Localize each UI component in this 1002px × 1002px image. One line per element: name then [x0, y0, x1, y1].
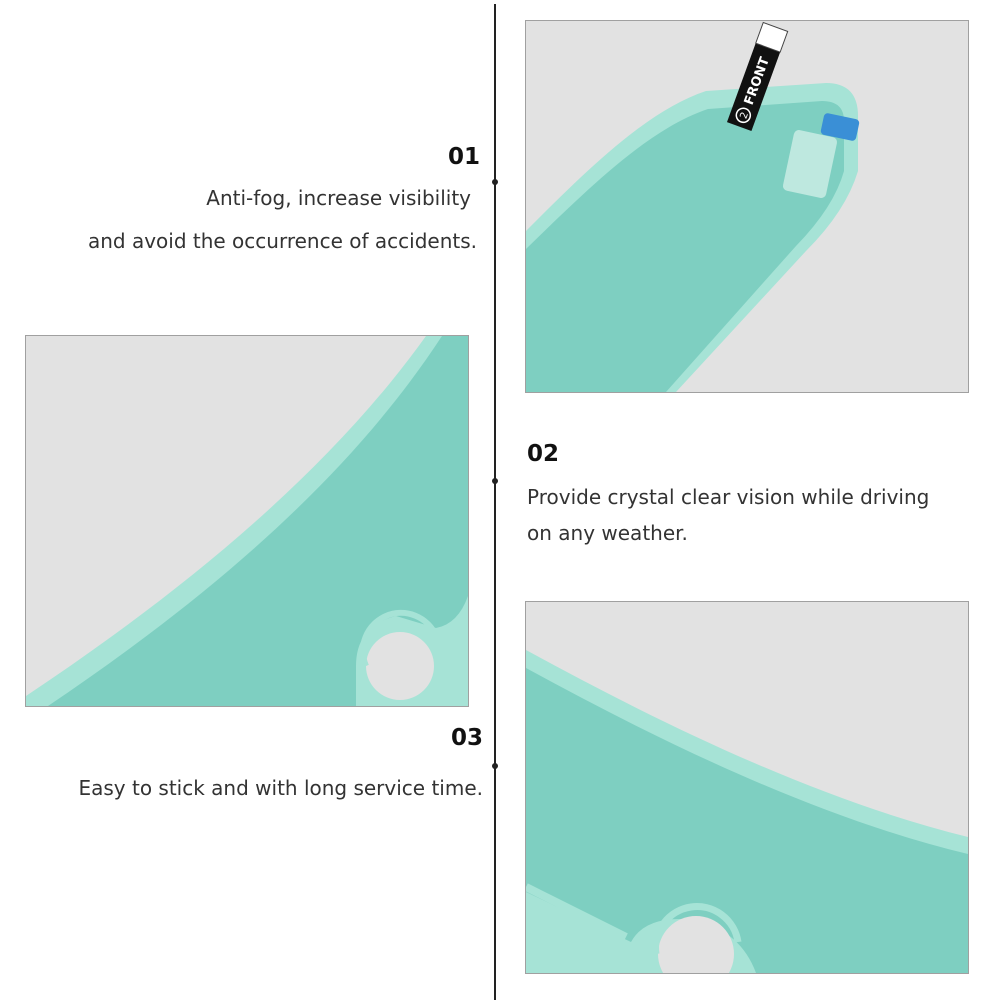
timeline-dot — [492, 478, 498, 484]
film-photo-top: 2 FRONT — [525, 20, 969, 393]
timeline-dot — [492, 763, 498, 769]
film-photo-middle — [25, 335, 469, 707]
feature-text-02-line1: Provide crystal clear vision while drivi… — [527, 485, 930, 509]
timeline-dot — [492, 179, 498, 185]
feature-text-01-line1: Anti-fog, increase visibility — [206, 186, 471, 210]
feature-text-01-line2: and avoid the occurrence of accidents. — [87, 229, 477, 253]
feature-number-01: 01 — [447, 144, 480, 170]
timeline-line — [494, 4, 496, 1000]
feature-text-02-line2: on any weather. — [527, 521, 688, 545]
feature-text-03-line1: Easy to stick and with long service time… — [78, 776, 483, 800]
label-badge: 2 — [739, 111, 752, 121]
feature-number-02: 02 — [527, 441, 560, 467]
feature-number-03: 03 — [450, 725, 483, 751]
film-photo-bottom — [525, 601, 969, 974]
